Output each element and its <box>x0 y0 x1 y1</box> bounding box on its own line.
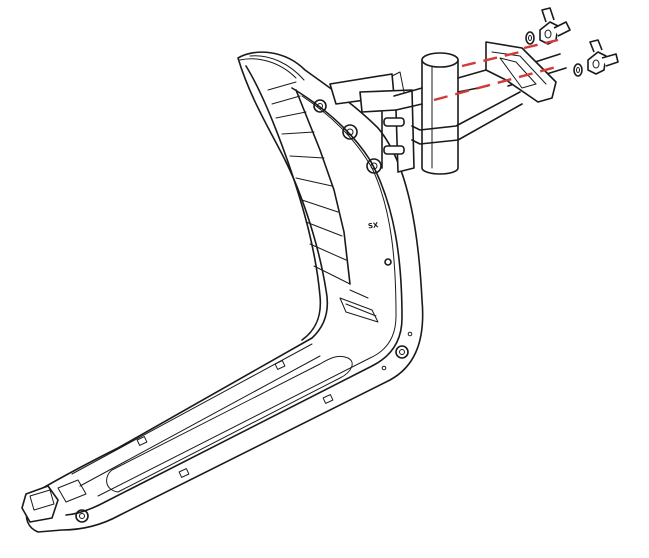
washer <box>525 31 535 45</box>
bracket-slot <box>383 145 405 155</box>
bracket-slot <box>383 117 405 127</box>
enclosure-tab <box>274 360 286 370</box>
washer <box>573 63 583 77</box>
enclosure-foot <box>21 479 89 523</box>
enclosure-lower-slot <box>106 355 353 493</box>
guide-line <box>461 50 521 68</box>
enclosure-grille-line <box>97 95 397 497</box>
enclosure-back-edge <box>245 65 322 341</box>
screw <box>395 345 409 359</box>
assembly-guide-lines <box>433 38 561 102</box>
wing-nut <box>539 7 571 45</box>
enclosure-screws <box>313 99 413 371</box>
enclosure-front-edge <box>65 87 403 516</box>
clamp-plate <box>485 41 557 103</box>
enclosure-model-label: SX <box>367 221 379 230</box>
screw <box>407 331 413 337</box>
mounting-pole <box>421 52 459 175</box>
wing-nut-group <box>539 7 619 75</box>
enclosure-tab <box>322 394 334 404</box>
guide-line <box>523 38 559 50</box>
screw <box>313 99 327 113</box>
enclosure-tab <box>178 468 190 478</box>
enclosure-lower-groove <box>71 343 321 487</box>
mounting-bracket <box>329 71 415 173</box>
enclosure-top-cap <box>239 55 305 81</box>
enclosure-corner-hinge <box>339 289 379 323</box>
screw <box>342 124 358 140</box>
foot-screw <box>75 509 89 523</box>
wing-nut <box>587 39 619 75</box>
screw <box>384 258 392 266</box>
enclosure-tab <box>136 436 148 446</box>
screw <box>366 158 382 174</box>
speaker-enclosure: SX <box>21 51 424 533</box>
enclosure-outer-shell <box>25 51 424 533</box>
enclosure-ribs <box>267 81 351 285</box>
screw <box>381 365 387 371</box>
washer-group <box>525 31 583 77</box>
pole-top <box>421 52 459 68</box>
